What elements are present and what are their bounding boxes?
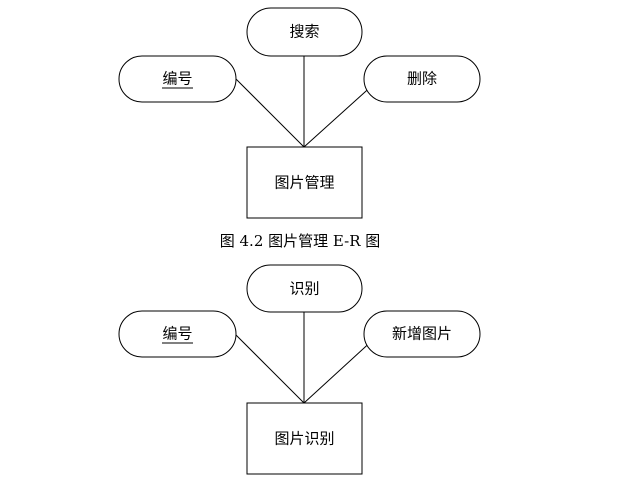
- relation-line-add-picture: [303, 337, 376, 404]
- attribute-ellipse-search: [246, 7, 363, 57]
- er-diagram-picture-management: 搜索 编号 删除 图片管理: [118, 7, 481, 219]
- relation-line-id: [235, 78, 305, 148]
- attribute-ellipse-id: [118, 55, 237, 103]
- er-diagram-picture-recognition: 识别 编号 新增图片 图片识别: [118, 264, 481, 475]
- attribute-label-delete: 删除: [407, 70, 437, 88]
- entity-box-picture-management: [246, 146, 363, 219]
- relation-line-delete: [303, 82, 376, 148]
- entity-label-picture-recognition: 图片识别: [274, 430, 334, 448]
- figure-caption: 图 4.2 图片管理 E-R 图: [220, 232, 381, 250]
- entity-box-picture-recognition: [246, 402, 363, 475]
- attribute-ellipse-add-picture: [363, 310, 481, 358]
- attribute-label-search: 搜索: [289, 23, 319, 41]
- attribute-label-id-2: 编号: [162, 325, 192, 343]
- attribute-label-id: 编号: [162, 70, 192, 88]
- entity-label-picture-management: 图片管理: [274, 174, 334, 192]
- relation-line-id-2: [235, 334, 305, 404]
- attribute-label-add-picture: 新增图片: [392, 325, 452, 343]
- attribute-ellipse-id-2: [118, 310, 237, 358]
- attribute-label-recognize: 识别: [289, 280, 319, 298]
- attribute-ellipse-recognize: [246, 264, 363, 313]
- attribute-ellipse-delete: [363, 55, 481, 103]
